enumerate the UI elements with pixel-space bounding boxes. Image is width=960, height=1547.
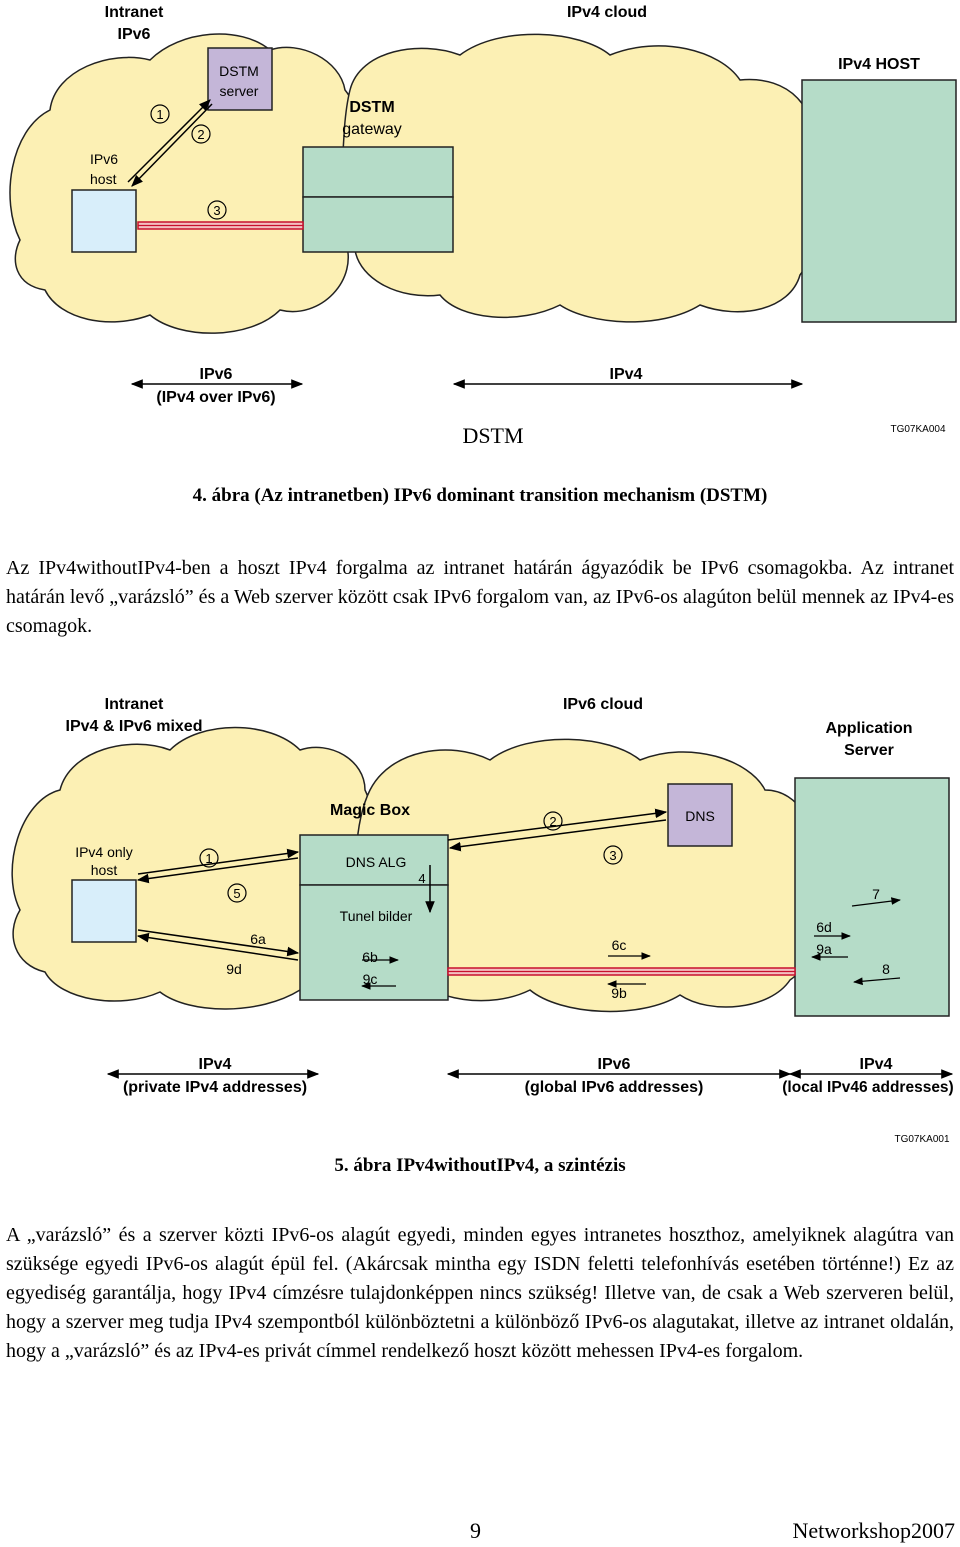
dns-box [667, 783, 733, 847]
range-right-label-line2: (local IPv46 addresses) [782, 1079, 953, 1096]
svg-text:3: 3 [213, 203, 220, 218]
arrow-1 [137, 848, 300, 875]
ipv4-host-box [801, 79, 957, 323]
step-6d-label: 6d [816, 919, 832, 935]
step-1-badge: 1 [150, 104, 170, 124]
range-left-label-line2: (IPv4 over IPv6) [156, 389, 275, 406]
dns-alg-label: DNS ALG [346, 854, 407, 870]
ipv6-host-box [71, 189, 137, 253]
dstm-gateway-label-line1: DSTM [349, 99, 394, 116]
dns-label: DNS [685, 808, 715, 824]
step-6a-label: 6a [250, 931, 266, 947]
step-9c-label: 9c [363, 971, 378, 987]
step-5-badge: 5 [227, 883, 247, 903]
step-4-label: 4 [418, 871, 425, 886]
arrow-2 [447, 808, 668, 841]
arrow-7 [851, 897, 901, 907]
step-6b-label: 6b [362, 949, 378, 965]
step-9d-label: 9d [226, 961, 242, 977]
range-mid-label-line1: IPv6 [598, 1056, 631, 1073]
paragraph-1: Az IPv4withoutIPv4-ben a hoszt IPv4 forg… [6, 557, 954, 637]
dstm-gateway-label-line2: gateway [342, 121, 402, 138]
svg-text:1: 1 [156, 107, 163, 122]
range-left-label-line1: IPv4 [199, 1056, 232, 1073]
svg-text:2: 2 [549, 814, 556, 829]
range-left-label-line1: IPv6 [200, 366, 233, 383]
range-left-label-line2: (private IPv4 addresses) [123, 1079, 307, 1096]
magic-box-tunnel [299, 884, 449, 1001]
arrow-5 [136, 857, 299, 884]
cloud-label: IPv6 cloud [563, 696, 643, 713]
ipv6-host-label-line1: IPv6 [90, 151, 118, 167]
figure-code: TG07KA001 [894, 1134, 949, 1145]
magic-box-dns-alg [299, 834, 449, 886]
ipv4-only-host-label-line1: IPv4 only [75, 844, 133, 860]
intranet-label-line2: IPv4 & IPv6 mixed [66, 718, 203, 735]
step-3-badge: 3 [207, 200, 227, 220]
application-server-box [794, 777, 950, 1017]
step-1-badge: 1 [199, 848, 219, 868]
arrow-3 [448, 819, 667, 852]
cloud-label: IPv4 cloud [567, 4, 647, 21]
intranet-label-line2: IPv6 [118, 26, 151, 43]
svg-text:2: 2 [197, 127, 204, 142]
svg-text:5: 5 [233, 886, 240, 901]
figure-synthesis-diagram: 1 5 2 3 4 6a 9d 6b 9c 6c 9b 6d 9a 7 8 In… [11, 696, 954, 1145]
ipv4-only-host-label-line2: host [91, 862, 118, 878]
arrow-1 [127, 99, 211, 183]
arrow-9d [136, 932, 299, 961]
ipv4-host-label: IPv4 HOST [838, 56, 920, 73]
range-mid-label-line2: (global IPv6 addresses) [525, 1079, 704, 1096]
range-right-label: IPv4 [610, 366, 643, 383]
step-7-label: 7 [872, 886, 880, 902]
dstm-gateway-box-top [302, 146, 454, 198]
paragraph-2: A „varázsló” és a szerver közti IPv6-os … [6, 1224, 954, 1362]
step-6c-label: 6c [612, 937, 627, 953]
dstm-server-label-line1: DSTM [219, 63, 259, 79]
arrow-8 [853, 977, 901, 986]
arrow-6a [137, 929, 300, 957]
dstm-server-box [207, 47, 273, 111]
step-3-badge: 3 [603, 845, 623, 865]
svg-text:1: 1 [205, 851, 212, 866]
ipv4-only-host-box [71, 879, 137, 943]
magic-box-label: Magic Box [330, 802, 410, 819]
arrow-2 [131, 103, 213, 187]
ipv6-host-label-line2: host [90, 171, 117, 187]
footer-event-name: Networkshop2007 [792, 1518, 955, 1543]
intranet-label-line1: Intranet [105, 4, 164, 21]
figure-4-caption: 4. ábra (Az intranetben) IPv6 dominant t… [192, 485, 768, 506]
app-server-label-line2: Server [844, 742, 894, 759]
tunel-bilder-label: Tunel bilder [340, 908, 413, 924]
figure-5-caption: 5. ábra IPv4withoutIPv4, a szintézis [334, 1155, 626, 1176]
figure-dstm-diagram: 1 2 3 Intranet IPv6 IPv4 cloud IPv4 HOST… [9, 4, 957, 448]
app-server-label-line1: Application [825, 720, 912, 737]
page-number: 9 [470, 1518, 481, 1543]
intranet-label-line1: Intranet [105, 696, 164, 713]
step-9b-label: 9b [611, 985, 627, 1001]
step-2-badge: 2 [191, 124, 211, 144]
dstm-gateway-box-bottom [302, 196, 454, 253]
figure-code: TG07KA004 [890, 424, 945, 435]
diagram-title: DSTM [462, 423, 523, 448]
range-right-label-line1: IPv4 [860, 1056, 893, 1073]
step-2-badge: 2 [543, 811, 563, 831]
dstm-server-label-line2: server [220, 83, 259, 99]
step-9a-label: 9a [816, 941, 832, 957]
step-8-label: 8 [882, 961, 890, 977]
svg-text:3: 3 [609, 848, 616, 863]
